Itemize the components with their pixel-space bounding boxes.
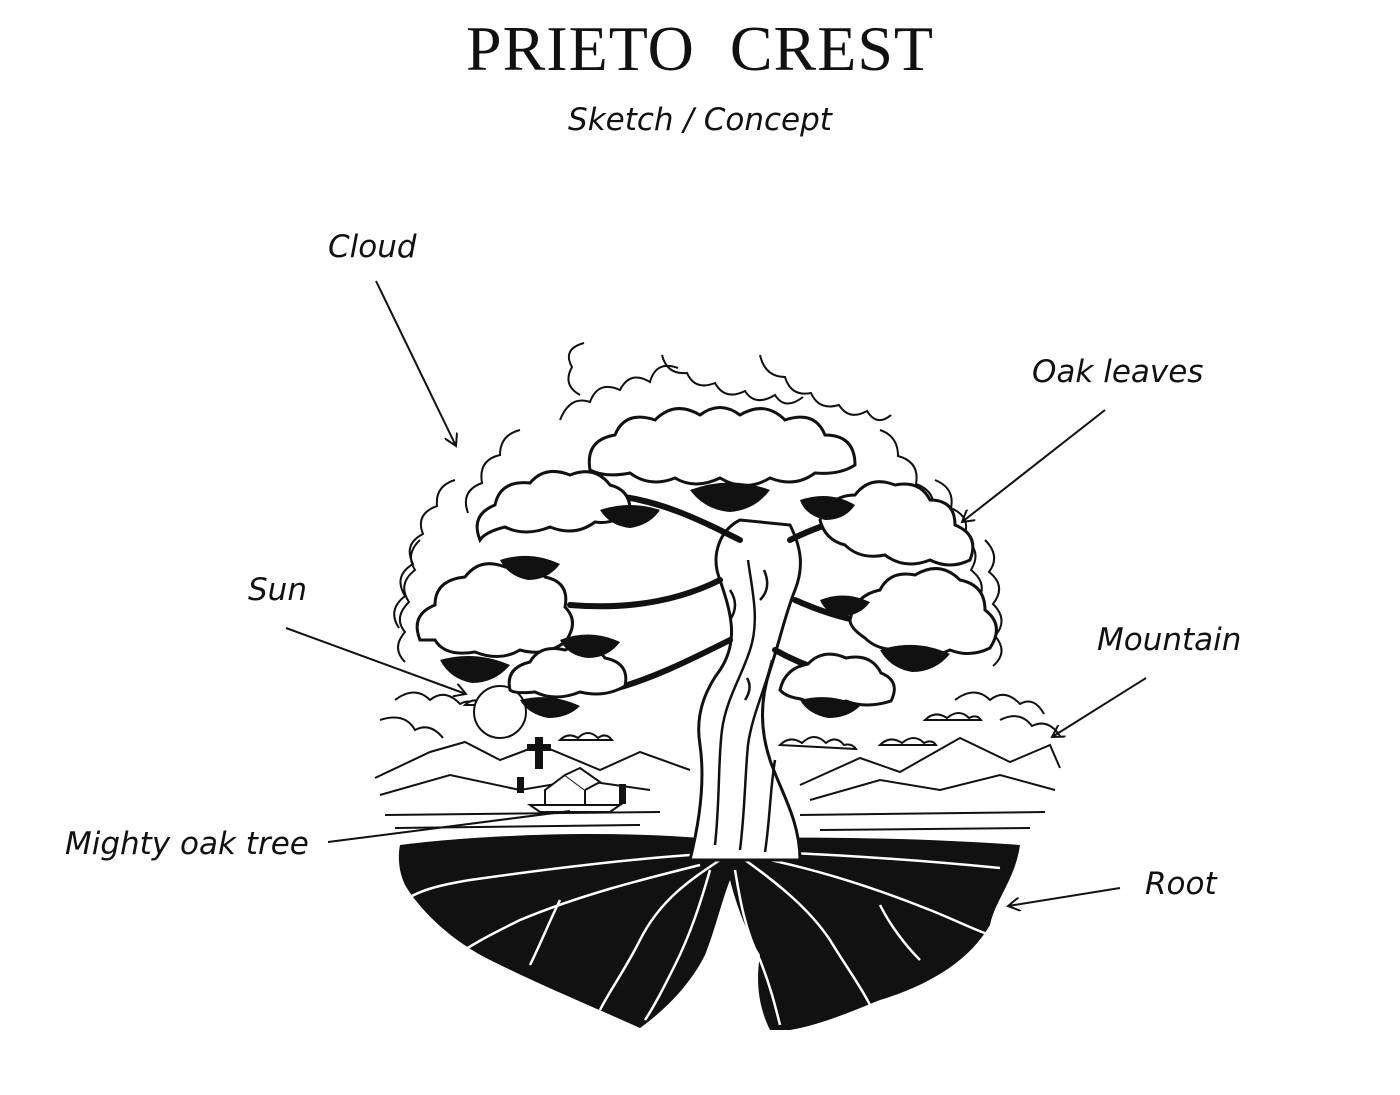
page-title: PRIETO CREST [466,13,934,84]
callout-arrows [285,280,1147,906]
oak-foliage [415,406,998,718]
mountain-range [374,736,1061,831]
cloud-arrow [375,280,456,446]
callout-oak-leaves-label: Oak leaves [1032,354,1204,390]
sun-arrow [285,627,466,694]
mighty-oak-tree-arrow [327,810,571,843]
callout-mighty-oak-tree-label: Mighty oak tree [65,826,309,862]
sun-graphic [473,685,527,739]
callout-cloud-label: Cloud [328,229,417,265]
page-subtitle: Sketch / Concept [568,102,832,138]
chapel-graphic [517,737,626,813]
oak-leaves-arrow [962,409,1106,522]
root-system [398,834,1020,1030]
mountain-arrow [1052,677,1147,737]
callout-root-label: Root [1145,866,1217,902]
cloud-ring [379,342,1061,751]
root-arrow [1008,887,1121,906]
callout-sun-label: Sun [248,572,307,608]
callout-mountain-label: Mountain [1097,622,1242,658]
